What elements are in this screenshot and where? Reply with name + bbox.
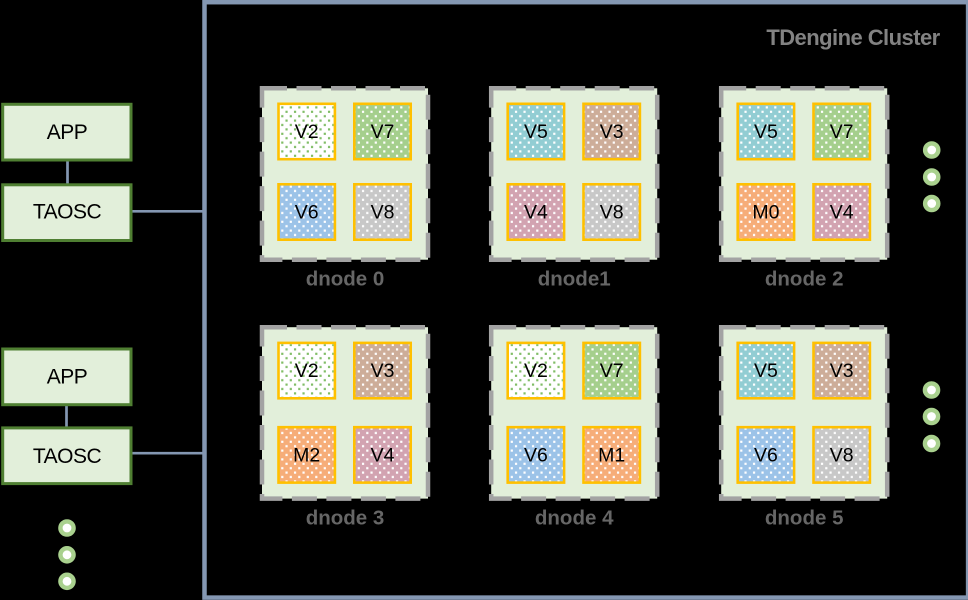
svg-text:V2: V2 <box>295 121 319 143</box>
svg-text:V2: V2 <box>524 360 548 382</box>
svg-text:APP: APP <box>47 366 88 389</box>
svg-text:dnode 0: dnode 0 <box>306 268 385 291</box>
svg-text:V4: V4 <box>524 202 548 224</box>
svg-text:V5: V5 <box>754 360 778 382</box>
svg-text:V6: V6 <box>295 202 319 224</box>
svg-text:V8: V8 <box>371 202 395 224</box>
svg-text:M2: M2 <box>293 445 320 467</box>
svg-text:M1: M1 <box>598 445 625 467</box>
svg-text:M0: M0 <box>752 202 779 224</box>
svg-text:V8: V8 <box>600 202 624 224</box>
svg-text:TAOSC: TAOSC <box>33 445 102 468</box>
svg-text:V3: V3 <box>371 360 395 382</box>
svg-text:V8: V8 <box>830 445 854 467</box>
svg-text:dnode 5: dnode 5 <box>765 507 844 530</box>
svg-text:dnode 4: dnode 4 <box>535 507 614 530</box>
svg-text:V7: V7 <box>600 360 624 382</box>
svg-text:TAOSC: TAOSC <box>33 200 102 223</box>
svg-text:TDengine Cluster: TDengine Cluster <box>766 25 940 50</box>
svg-text:V3: V3 <box>830 360 854 382</box>
svg-text:V4: V4 <box>830 202 854 224</box>
svg-text:dnode 2: dnode 2 <box>765 268 844 291</box>
svg-text:V4: V4 <box>371 445 395 467</box>
svg-text:V2: V2 <box>295 360 319 382</box>
svg-text:V6: V6 <box>754 445 778 467</box>
svg-text:V3: V3 <box>600 121 624 143</box>
svg-text:dnode 3: dnode 3 <box>306 507 385 530</box>
svg-text:V5: V5 <box>524 121 548 143</box>
svg-text:V5: V5 <box>754 121 778 143</box>
svg-text:V7: V7 <box>830 121 854 143</box>
svg-text:dnode1: dnode1 <box>538 268 611 291</box>
svg-text:V7: V7 <box>371 121 395 143</box>
svg-text:APP: APP <box>47 121 88 144</box>
svg-text:V6: V6 <box>524 445 548 467</box>
